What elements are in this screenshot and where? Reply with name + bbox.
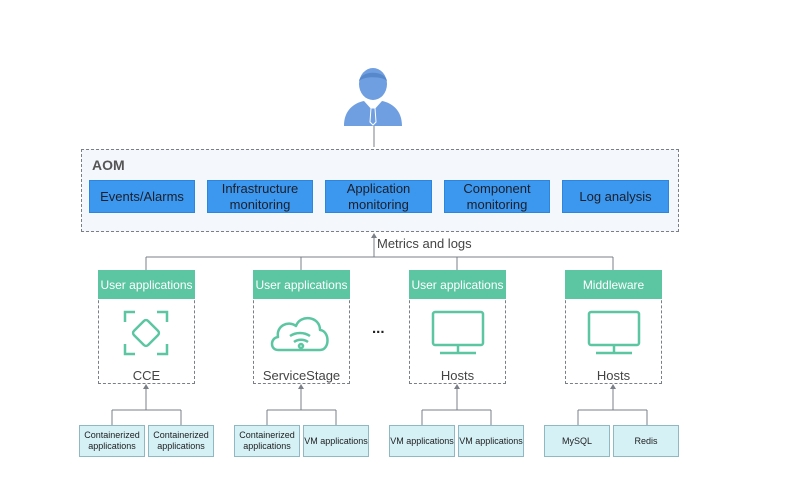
leaf-node: VM applications bbox=[303, 425, 369, 457]
platform-label: ServiceStage bbox=[262, 368, 341, 383]
monitor-icon bbox=[431, 310, 485, 355]
cce-icon bbox=[123, 310, 169, 356]
platform-header: Middleware bbox=[565, 270, 662, 299]
metrics-and-logs-label: Metrics and logs bbox=[377, 236, 472, 251]
function-infrastructure-monitoring: Infrastructure monitoring bbox=[207, 180, 313, 213]
aom-title: AOM bbox=[92, 157, 125, 173]
platform-label: CCE bbox=[132, 368, 161, 383]
leaf-node: VM applications bbox=[389, 425, 455, 457]
function-events-alarms: Events/Alarms bbox=[89, 180, 195, 213]
leaf-node: VM applications bbox=[458, 425, 524, 457]
leaf-node: Containerized applications bbox=[148, 425, 214, 457]
platform-header: User applications bbox=[98, 270, 195, 299]
function-log-analysis: Log analysis bbox=[562, 180, 669, 213]
leaf-node: Containerized applications bbox=[79, 425, 145, 457]
servicestage-icon bbox=[270, 317, 329, 352]
platform-label: Hosts bbox=[596, 368, 631, 383]
function-application-monitoring: Application monitoring bbox=[325, 180, 432, 213]
platform-label: Hosts bbox=[440, 368, 475, 383]
leaf-node: Containerized applications bbox=[234, 425, 300, 457]
more-platforms-ellipsis: ... bbox=[372, 320, 385, 337]
user-icon bbox=[344, 68, 402, 126]
monitor-icon bbox=[587, 310, 641, 355]
leaf-node: Redis bbox=[613, 425, 679, 457]
function-component-monitoring: Component monitoring bbox=[444, 180, 550, 213]
platform-header: User applications bbox=[409, 270, 506, 299]
platform-header: User applications bbox=[253, 270, 350, 299]
leaf-node: MySQL bbox=[544, 425, 610, 457]
